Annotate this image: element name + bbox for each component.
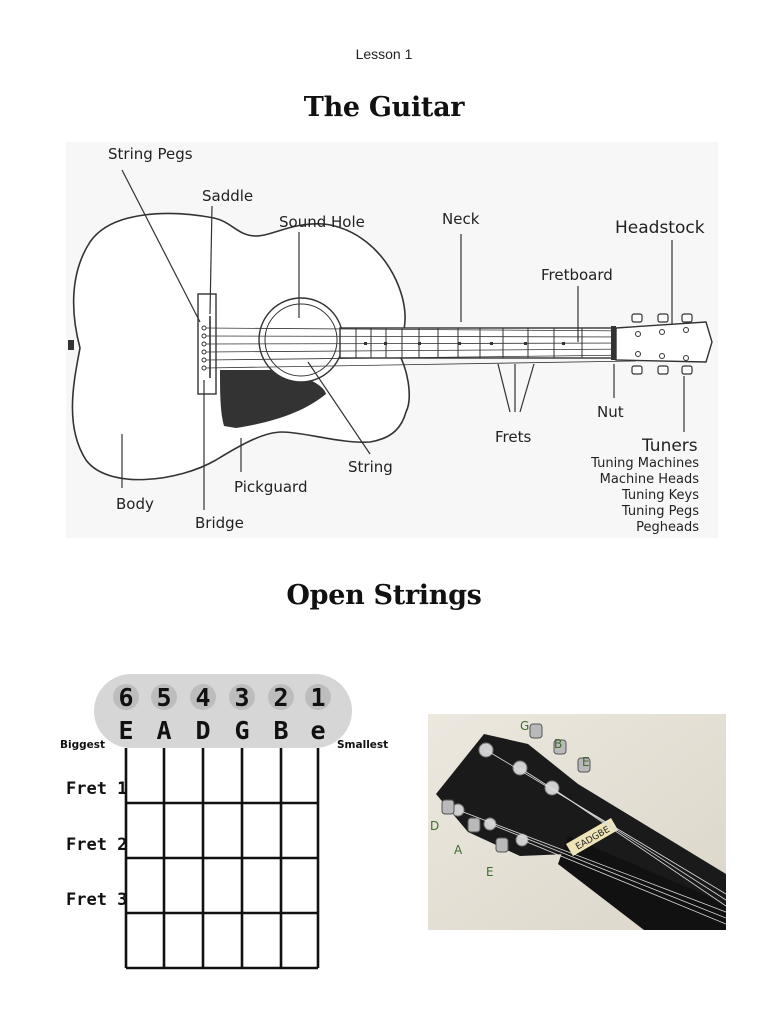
string-note-b: B: [273, 716, 288, 745]
headstock-photo: EADGBE G B E D A E: [428, 714, 726, 930]
label-string: String: [348, 458, 393, 476]
label-machine-heads: Machine Heads: [600, 472, 700, 487]
page-title: The Guitar: [0, 92, 768, 123]
string-note-a: A: [156, 716, 171, 745]
string-note-g: G: [234, 716, 249, 745]
label-frets: Frets: [495, 428, 531, 446]
fret-grid: [126, 748, 318, 968]
label-neck: Neck: [442, 210, 480, 228]
label-pickguard: Pickguard: [234, 478, 307, 496]
photo-label-e-high: E: [582, 755, 590, 769]
label-tuning-keys: Tuning Keys: [621, 488, 699, 503]
string-number-5: 5: [156, 683, 171, 712]
section-title: Open Strings: [0, 580, 768, 611]
label-fretboard: Fretboard: [541, 266, 613, 284]
photo-label-e-low: E: [486, 865, 494, 879]
string-note-e-high: e: [310, 716, 325, 745]
label-tuning-pegs: Tuning Pegs: [621, 504, 699, 519]
photo-label-b: B: [554, 737, 562, 751]
photo-label-d: D: [430, 819, 439, 833]
string-number-4: 4: [195, 683, 210, 712]
label-bridge: Bridge: [195, 514, 244, 532]
open-strings-chart: 6 5 4 3 2 1 E A D G B e Biggest Smallest…: [56, 660, 396, 980]
guitar-diagram: String Pegs Saddle Sound Hole Neck Heads…: [66, 142, 718, 538]
end-pin: [68, 340, 74, 350]
fret-label-1: Fret 1: [66, 779, 127, 799]
photo-label-a: A: [454, 843, 463, 857]
fret-label-3: Fret 3: [66, 890, 127, 910]
label-biggest: Biggest: [60, 739, 105, 751]
string-note-e-low: E: [118, 716, 133, 745]
label-saddle: Saddle: [202, 187, 253, 205]
string-number-2: 2: [273, 683, 288, 712]
arrow-fret-3: [520, 364, 534, 412]
label-nut: Nut: [597, 403, 624, 421]
string-number-1: 1: [310, 683, 325, 712]
label-string-pegs: String Pegs: [108, 145, 193, 163]
arrow-fret-1: [498, 364, 510, 412]
label-smallest: Smallest: [337, 739, 388, 751]
label-sound-hole: Sound Hole: [279, 213, 365, 231]
string-number-6: 6: [118, 683, 133, 712]
label-tuners: Tuners: [641, 436, 698, 456]
fret-label-2: Fret 2: [66, 835, 127, 855]
lesson-label: Lesson 1: [0, 46, 768, 62]
label-tuning-machines: Tuning Machines: [590, 456, 699, 471]
label-pegheads: Pegheads: [636, 520, 699, 535]
label-body: Body: [116, 495, 154, 513]
photo-label-g: G: [520, 719, 529, 733]
string-number-3: 3: [234, 683, 249, 712]
string-note-d: D: [195, 716, 210, 745]
label-headstock: Headstock: [615, 218, 705, 238]
